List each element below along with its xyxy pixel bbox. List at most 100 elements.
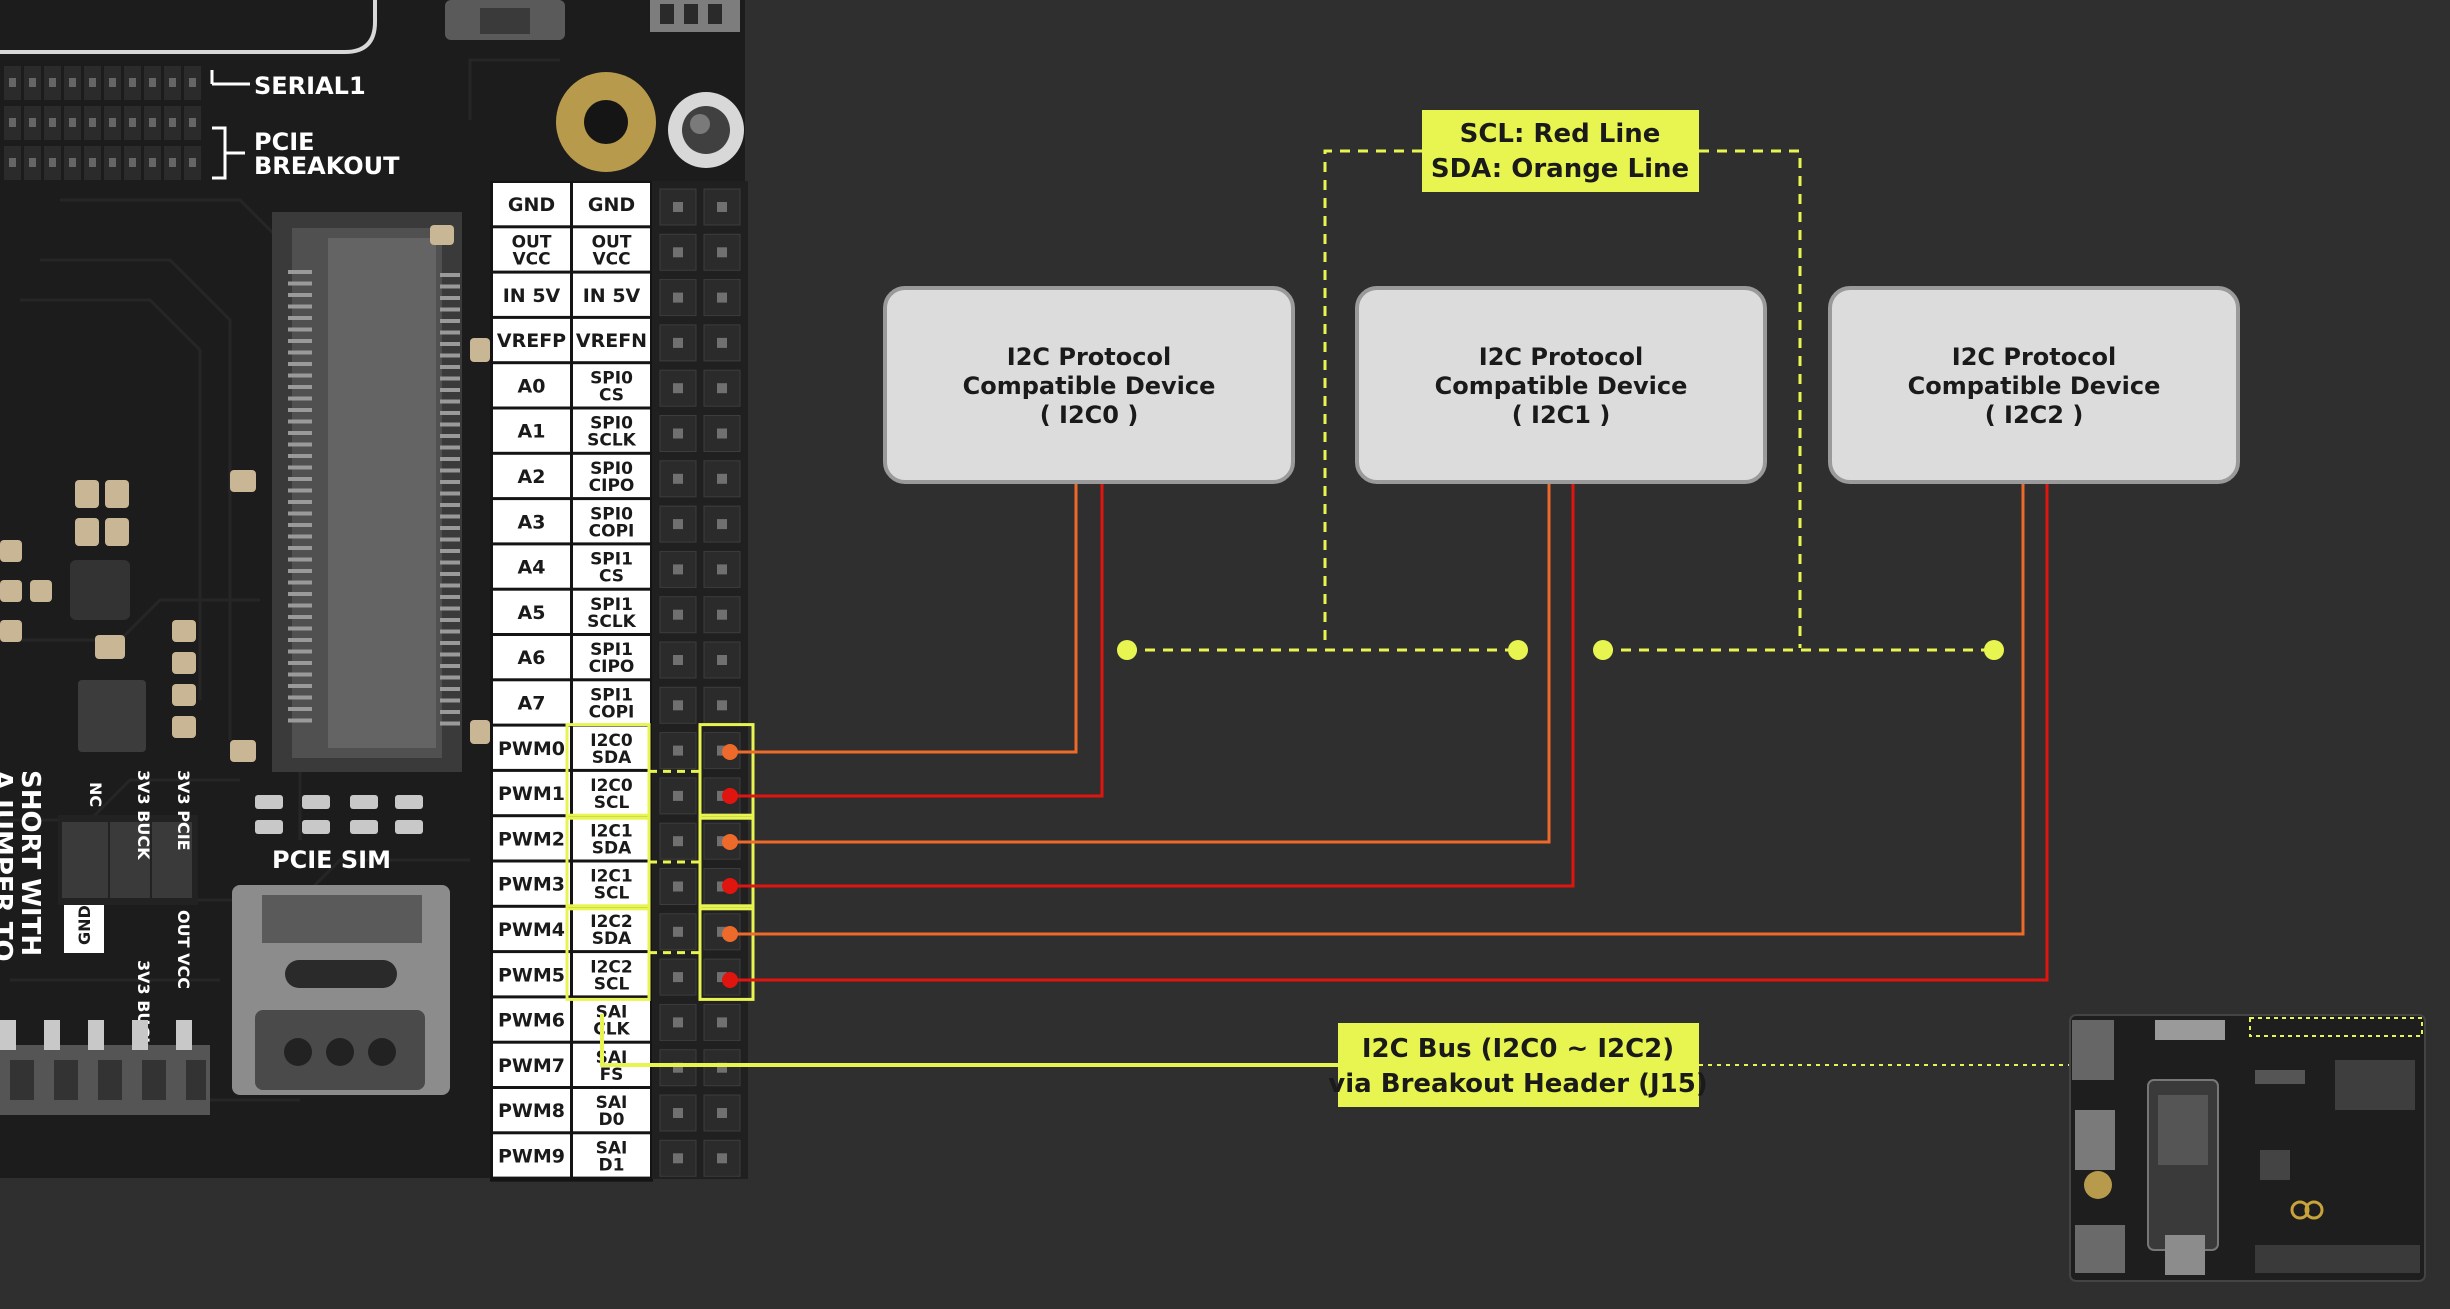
- pin-label: SDA: [592, 838, 632, 858]
- slot-pin: [288, 557, 312, 562]
- pin-cell: [573, 409, 650, 452]
- pin-cell: [573, 998, 650, 1041]
- pin-cell: [493, 636, 570, 679]
- pin-cell: [493, 681, 570, 724]
- header-pin: [673, 790, 683, 801]
- device-label: ( I2C2 ): [1985, 401, 2084, 429]
- slot-pin: [440, 457, 460, 461]
- pin-label: SDA: [592, 929, 632, 949]
- header-pin: [89, 158, 96, 167]
- top-header-pin: [684, 4, 698, 24]
- header-pin: [717, 881, 727, 892]
- wire-i2c1-scl: [730, 484, 1575, 888]
- device-label: I2C Protocol: [1952, 343, 2116, 371]
- thumbnail-j15-highlight: [2249, 1017, 2423, 1037]
- pin-label: CIPO: [589, 657, 635, 677]
- wire-i2c2-scl: [730, 484, 2049, 982]
- device-label: Compatible Device: [1908, 372, 2161, 400]
- serial-bracket: [210, 70, 250, 86]
- slot-pin: [440, 273, 460, 277]
- header-pin: [673, 655, 683, 665]
- header-pin: [149, 118, 156, 127]
- slot-pin: [288, 707, 312, 711]
- legend-sda: SDA: Orange Line: [1431, 154, 1689, 184]
- slot-pin: [288, 592, 312, 596]
- thumbnail-module-chip: [2158, 1095, 2208, 1165]
- header-pin: [169, 78, 176, 87]
- pin-label: SCLK: [587, 431, 637, 451]
- header-pin: [673, 202, 683, 212]
- pin-label: SCL: [594, 884, 630, 904]
- pin-label: VREFN: [576, 330, 647, 352]
- small-passives: [255, 795, 423, 834]
- slot-pin: [440, 710, 460, 714]
- inductor: [78, 680, 146, 752]
- slot-pin: [288, 316, 312, 320]
- bottom-connector-slot: [142, 1060, 166, 1100]
- header-pin: [673, 564, 683, 575]
- slot-pin: [288, 281, 312, 286]
- slot-pin: [288, 350, 312, 355]
- header-pin: [9, 78, 16, 87]
- slot-pin: [440, 307, 460, 312]
- pin-cell: [573, 318, 650, 362]
- thumbnail-bottom-header: [2255, 1245, 2420, 1273]
- slot-pin: [288, 488, 312, 493]
- pin-label: D0: [599, 1110, 625, 1130]
- pin-label: PWM9: [498, 1145, 565, 1167]
- pin-cell: [493, 1043, 570, 1086]
- header-pin: [149, 78, 156, 87]
- pin-label: COPI: [589, 702, 635, 722]
- jumper-cap: [152, 822, 192, 898]
- pin-label: CLK: [593, 1020, 630, 1040]
- header-pin: [673, 926, 683, 937]
- header-pin: [673, 383, 683, 394]
- header-pin: [109, 118, 116, 127]
- slot-pin: [288, 385, 312, 389]
- slot-pin: [288, 442, 312, 447]
- header-pin: [189, 118, 196, 127]
- slot-pin: [288, 661, 312, 665]
- slot-pin: [440, 698, 460, 703]
- header-pin: [169, 118, 176, 127]
- pin-cell: [493, 1089, 570, 1132]
- header-pin: [49, 118, 56, 127]
- slot-pin: [288, 500, 312, 504]
- header-pin: [109, 158, 116, 167]
- bottom-connector-slot: [10, 1060, 34, 1100]
- pin-cell: [493, 273, 570, 316]
- device-label: ( I2C0 ): [1040, 401, 1139, 429]
- breakout-header-j15: [652, 181, 748, 1179]
- pin-label: VCC: [512, 249, 550, 269]
- bus-label-line1: I2C Bus (I2C0 ~ I2C2): [1362, 1034, 1674, 1064]
- slot-pin: [440, 560, 460, 565]
- header-pin: [673, 836, 683, 847]
- board-outline: [0, 0, 377, 54]
- slot-pin: [440, 330, 460, 335]
- header-pin: [149, 158, 156, 167]
- slot-pin: [288, 523, 312, 527]
- pin-cell: [573, 1089, 650, 1132]
- pin-label: I2C0: [590, 776, 633, 796]
- jumper-note-line2: A JUMPER TO: [0, 770, 17, 962]
- slot-pin: [288, 511, 312, 516]
- device-box-i2c2: [1828, 286, 2240, 484]
- sim-contact: [326, 1038, 354, 1066]
- pin-cell: [493, 409, 570, 452]
- thumbnail-logo-ring: [2290, 1200, 2310, 1220]
- bus-label-line2: via Breakout Header (J15): [1328, 1069, 1707, 1099]
- bottom-connector-pin: [0, 1020, 16, 1050]
- bottom-connector: [0, 1020, 210, 1115]
- pin-label: SCL: [594, 974, 630, 994]
- pin-cell: [573, 771, 650, 815]
- slot-pin: [288, 626, 312, 631]
- header-pin: [717, 1062, 727, 1073]
- header-pin: [673, 1062, 683, 1073]
- header-pin: [673, 1108, 683, 1118]
- pin-label: GND: [588, 194, 635, 216]
- pin-cell: [573, 907, 650, 951]
- sim-slot-contacts: [262, 895, 422, 943]
- pin-label: SPI0: [590, 368, 633, 388]
- header-pin: [673, 247, 683, 258]
- pin-cell: [493, 500, 570, 543]
